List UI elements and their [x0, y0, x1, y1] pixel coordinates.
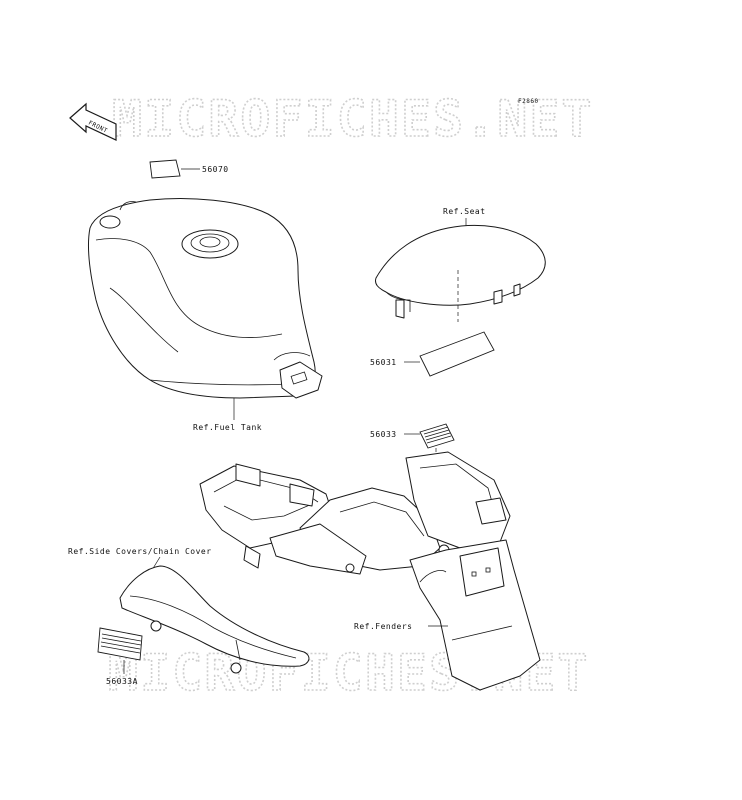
rear-frame [199, 451, 511, 575]
chain-cover: Ref.Side Covers/Chain Cover [68, 547, 310, 674]
label-ref-fuel-tank: Ref.Fuel Tank [193, 423, 262, 432]
decal-56070: 56070 [149, 159, 229, 179]
decal-56033a: 56033A [97, 627, 143, 686]
watermark-top: MICROFICHES.NET [112, 90, 594, 148]
label-ref-side-covers: Ref.Side Covers/Chain Cover [68, 547, 212, 556]
rear-fender: Ref.Fenders [354, 539, 541, 691]
label-ref-fenders: Ref.Fenders [354, 622, 412, 631]
label-56031: 56031 [370, 358, 397, 367]
decal-56031: 56031 [370, 331, 495, 377]
seat: Ref.Seat [375, 207, 546, 322]
front-arrow-icon: FRONT [69, 102, 117, 141]
label-56033a: 56033A [106, 677, 138, 686]
fuel-tank: Ref.Fuel Tank [87, 198, 323, 432]
label-ref-seat: Ref.Seat [443, 207, 486, 216]
diagram-code: F2860 [518, 98, 539, 105]
label-56033: 56033 [370, 430, 397, 439]
label-56070: 56070 [202, 165, 229, 174]
